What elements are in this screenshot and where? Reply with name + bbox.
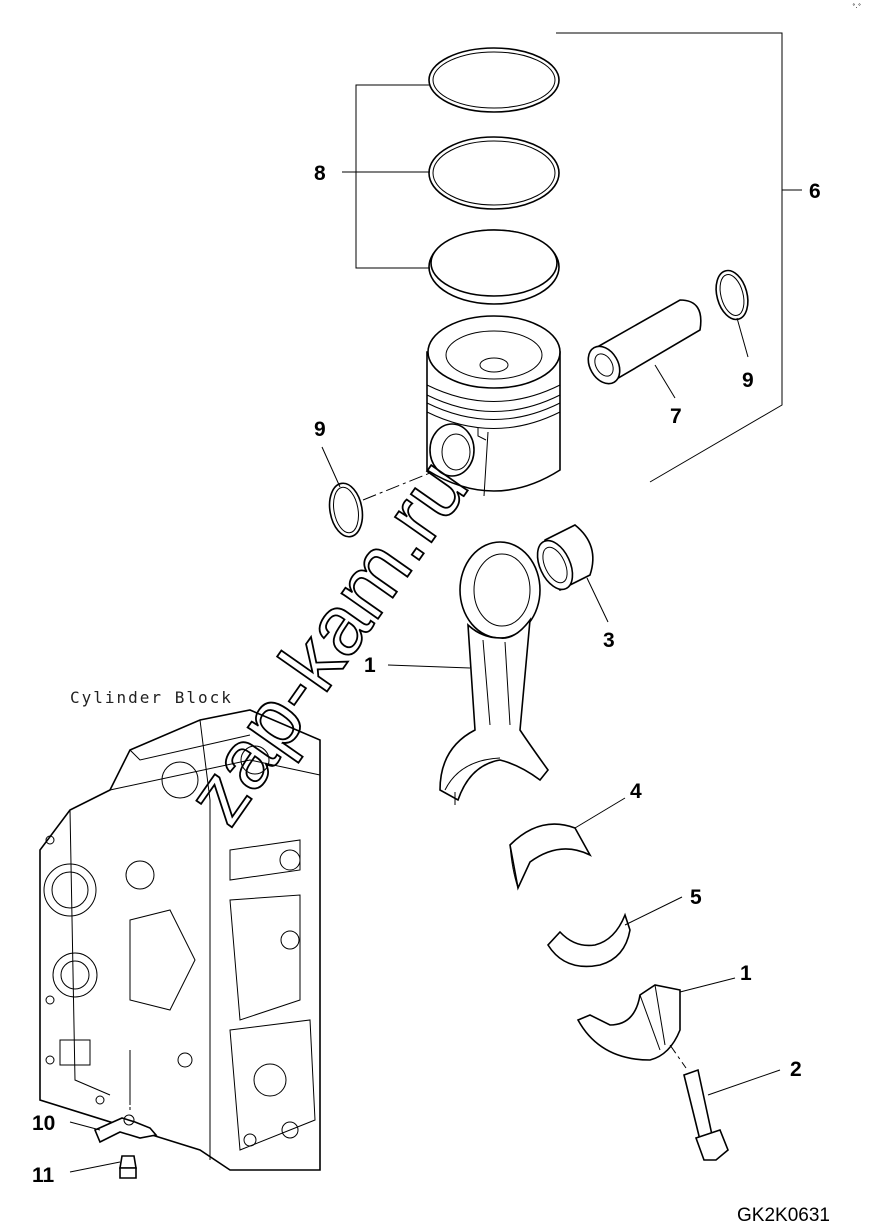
snap-ring-right (715, 269, 749, 321)
corner-mark: ˚·˚ (852, 4, 861, 12)
callout-conrod-upper: 1 (364, 654, 376, 677)
callout-bushing: 3 (603, 629, 615, 652)
callout-piston-pin: 7 (670, 405, 682, 428)
callout-snap-ring-left: 9 (314, 418, 326, 441)
cylinder-block-label: Cylinder Block (70, 688, 233, 707)
callout-piston-rings: 8 (314, 162, 326, 185)
connecting-rod (439, 541, 550, 805)
bushing (536, 524, 594, 591)
snap-ring-left (328, 482, 364, 538)
callout-oil-jet: 10 (32, 1112, 55, 1135)
callout-small-bolt: 11 (32, 1164, 55, 1187)
small-bolt (119, 1155, 137, 1179)
piston (426, 315, 561, 497)
callout-bearing-lower: 5 (690, 886, 702, 909)
callout-bolt: 2 (790, 1058, 802, 1081)
piston-pin (587, 299, 702, 385)
piston-rings (428, 47, 560, 305)
callout-piston-assembly: 6 (809, 180, 821, 203)
callout-snap-ring-right: 9 (742, 369, 754, 392)
callout-conrod-cap: 1 (740, 962, 752, 985)
oil-jet (93, 1065, 158, 1144)
conrod-bolt (669, 1044, 729, 1161)
watermark-text: zap-kam.ru (168, 442, 486, 840)
bearing-lower (546, 912, 631, 968)
cylinder-block (39, 709, 321, 1171)
connecting-rod-cap (576, 984, 681, 1061)
figure-id: GK2K0631 (737, 1205, 830, 1226)
callout-bearing-upper: 4 (630, 780, 642, 803)
bearing-upper (509, 823, 592, 891)
